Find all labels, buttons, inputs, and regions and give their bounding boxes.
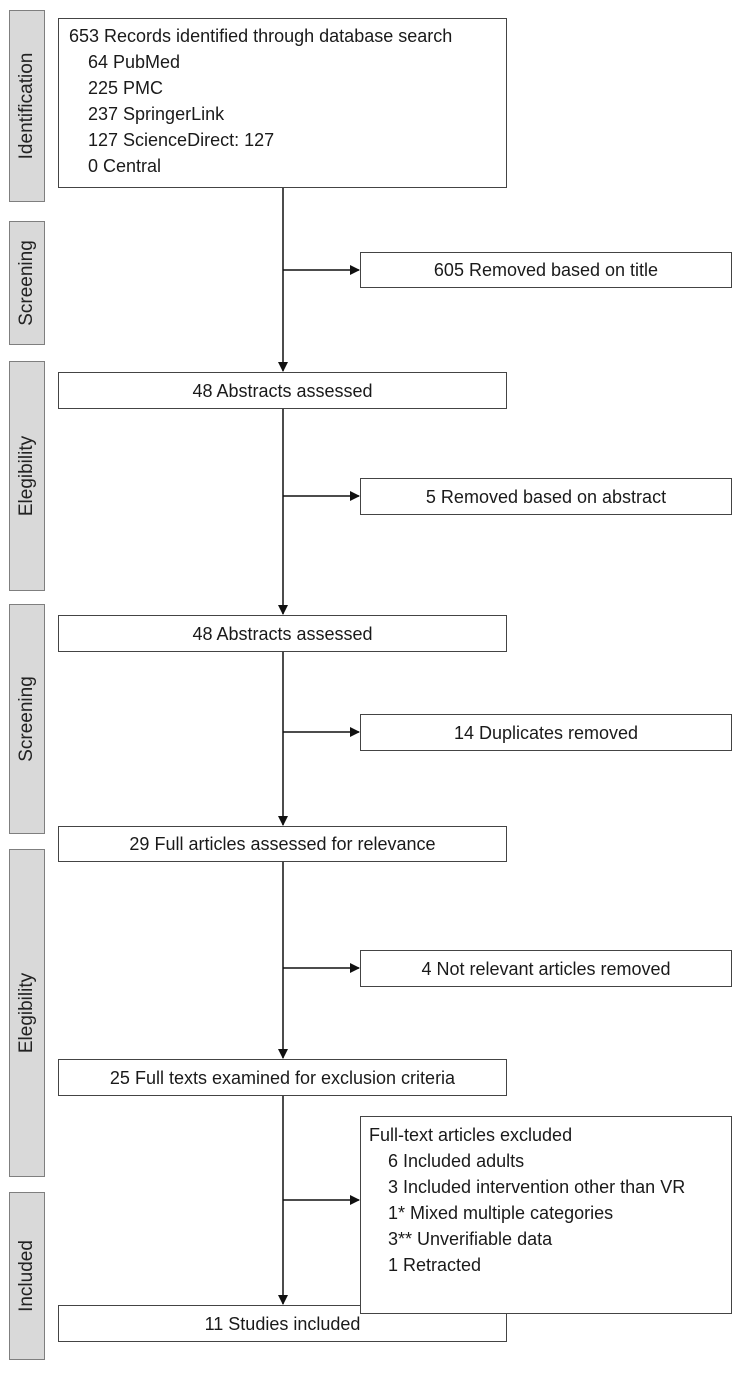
full-texts-examined-box: 25 Full texts examined for exclusion cri… bbox=[58, 1059, 507, 1096]
box-label: 48 Abstracts assessed bbox=[192, 380, 373, 401]
abstracts-assessed-box-1: 48 Abstracts assessed bbox=[58, 372, 507, 409]
stage-included: Included bbox=[9, 1192, 45, 1360]
source-pubmed: 64 PubMed bbox=[88, 52, 181, 72]
excluded-reason: 3 Included intervention other than VR bbox=[388, 1177, 686, 1197]
fulltext-excluded-box: Full-text articles excluded 6 Included a… bbox=[360, 1116, 732, 1314]
box-label: 5 Removed based on abstract bbox=[425, 486, 667, 507]
excluded-reason: 1 Retracted bbox=[388, 1255, 482, 1275]
identification-title: 653 Records identified through database … bbox=[69, 26, 453, 46]
box-label: 25 Full texts examined for exclusion cri… bbox=[109, 1067, 456, 1088]
source-pmc: 225 PMC bbox=[88, 78, 164, 98]
stage-eligibility-1: Elegibility bbox=[9, 361, 45, 591]
not-relevant-removed-box: 4 Not relevant articles removed bbox=[360, 950, 732, 987]
source-central: 0 Central bbox=[88, 156, 162, 176]
stage-identification: Identification bbox=[9, 10, 45, 202]
removed-abstract-box: 5 Removed based on abstract bbox=[360, 478, 732, 515]
abstracts-assessed-box-2: 48 Abstracts assessed bbox=[58, 615, 507, 652]
excluded-title: Full-text articles excluded bbox=[369, 1125, 573, 1145]
excluded-reason: 3** Unverifiable data bbox=[388, 1229, 553, 1249]
box-label: 29 Full articles assessed for relevance bbox=[129, 834, 436, 854]
box-label: 48 Abstracts assessed bbox=[192, 623, 373, 644]
box-label: 4 Not relevant articles removed bbox=[421, 958, 671, 979]
stage-screening-2: Screening bbox=[9, 604, 45, 834]
source-sciencedirect: 127 ScienceDirect: 127 bbox=[88, 130, 275, 150]
box-label: 11 Studies included bbox=[204, 1313, 361, 1334]
box-label: 14 Duplicates removed bbox=[453, 722, 639, 743]
full-articles-assessed-box: 29 Full articles assessed for relevance bbox=[58, 826, 507, 862]
excluded-reason: 1* Mixed multiple categories bbox=[388, 1203, 614, 1223]
duplicates-removed-box: 14 Duplicates removed bbox=[360, 714, 732, 751]
excluded-reason: 6 Included adults bbox=[388, 1151, 525, 1171]
stage-eligibility-2: Elegibility bbox=[9, 849, 45, 1177]
stage-screening-1: Screening bbox=[9, 221, 45, 345]
removed-title-box: 605 Removed based on title bbox=[360, 252, 732, 288]
identification-box: 653 Records identified through database … bbox=[58, 18, 507, 188]
source-springerlink: 237 SpringerLink bbox=[88, 104, 225, 124]
box-label: 605 Removed based on title bbox=[433, 260, 659, 280]
